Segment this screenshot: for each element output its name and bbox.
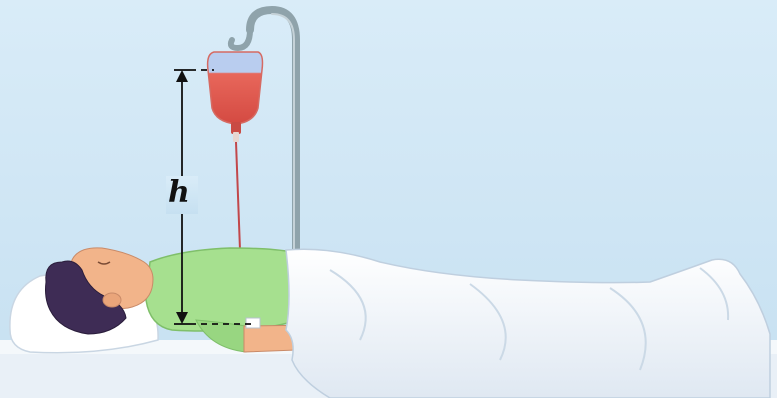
iv-bag-port <box>233 132 239 142</box>
iv-insertion-tape <box>246 318 260 328</box>
patient-shirt <box>146 248 292 331</box>
height-label: h <box>168 178 190 208</box>
iv-bag <box>208 52 263 124</box>
patient-ear <box>103 293 121 307</box>
